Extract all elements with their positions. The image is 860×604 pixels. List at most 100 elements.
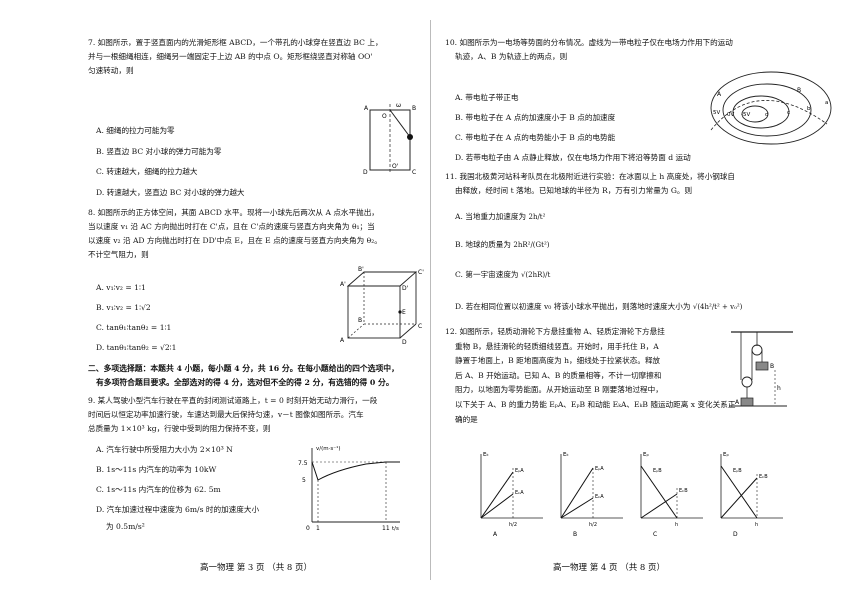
label-minus-5v: -5V <box>741 112 750 118</box>
svg-text:EₖA: EₖA <box>595 494 604 500</box>
question-11-stem: 11. 我国北极黄河站科考队员在北极附近进行实验：在冰面以上 h 高度处，将小钢… <box>445 172 735 195</box>
question-10-stem: 10. 如图所示为一电场等势面的分布情况。虚线为一带电粒子仅在电场力作用下的运动… <box>445 38 733 61</box>
option-d: D. 若带电粒子由 A 点静止释放，仅在电场力作用下将沿等势面 d 运动 <box>455 153 691 162</box>
svg-text:Eₖ: Eₖ <box>563 452 569 458</box>
label-e: E <box>402 309 406 316</box>
x-tick: 1 <box>316 525 320 532</box>
svg-text:EₚA: EₚA <box>595 466 604 472</box>
graph-b: Eₖ EₚA EₖA h/2 B <box>560 452 623 538</box>
label-a: A <box>717 91 722 98</box>
option-d-continued: 为 0.5m/s² <box>106 522 145 531</box>
question-7-stem: 7. 如图所示，置于竖直面内的光滑矩形框 ABCD，一个带孔的小球穿在竖直边 B… <box>88 38 383 75</box>
option-c: C. 带电粒子在 A 点的电势能小于 B 点的电势能 <box>455 133 616 142</box>
svg-text:h: h <box>675 522 678 528</box>
label-b: B <box>797 87 801 94</box>
label-h: h <box>777 385 781 392</box>
label-b-surface: b <box>807 106 811 112</box>
question-8-figure: A' B' C' D' A B C D E <box>340 266 424 346</box>
graph-c: Eₚ EₚB EₖB h C <box>640 452 703 538</box>
svg-text:Eₚ: Eₚ <box>643 452 649 458</box>
option-b: B. 1s～11s 内汽车的功率为 10kW <box>96 465 217 474</box>
label-b-prime: B' <box>358 266 364 273</box>
question-11-option-d: D. 若在相同位置以初速度 v₀ 将该小球水平抛出，则落地时速度大小为 √(4h… <box>455 302 743 311</box>
svg-text:EₚB: EₚB <box>733 468 742 474</box>
label-a: A <box>364 105 369 112</box>
question-12-stem: 12. 如图所示，轻质动滑轮下方悬挂重物 A、轻质定滑轮下方悬挂 重物 B，悬挂… <box>445 327 736 424</box>
svg-text:EₖA: EₖA <box>515 490 524 496</box>
question-11-option-c: C. 第一宇宙速度为 √(2hR)/t <box>455 270 551 279</box>
label-0v: 0V <box>727 112 734 118</box>
y-axis-label: v/(m·s⁻¹) <box>316 445 340 452</box>
page-3-footer: 高一物理 第 3 页 （共 8 页） <box>200 563 313 573</box>
option-d: D. 汽车加速过程中速度为 6m/s 时的加速度大小 <box>96 505 260 514</box>
label-omega: ω <box>396 102 401 109</box>
option-a: A. 汽车行驶中所受阻力大小为 2×10³ N <box>96 445 233 454</box>
question-11-option-a: A. 当地重力加速度为 2h/t² <box>455 212 546 221</box>
svg-text:EₖB: EₖB <box>679 488 688 494</box>
formula-d: √(4h²/t² + v₀²) <box>692 303 743 311</box>
option-b: B. 带电粒子在 A 点的加速度小于 B 点的加速度 <box>455 113 616 122</box>
page-3: 7. 如图所示，置于竖直面内的光滑矩形框 ABCD，一个带孔的小球穿在竖直边 B… <box>88 0 488 604</box>
question-12-graphs: Eₖ EₚA EₖA h/2 A Eₖ EₚA EₖA h/2 B <box>473 448 793 542</box>
label-d-prime: D' <box>402 285 409 292</box>
label-c-surface: c <box>787 110 790 116</box>
y-tick: 5 <box>302 477 306 484</box>
x-tick: 0 <box>306 525 310 532</box>
question-10-options: A. 带电粒子带正电 B. 带电粒子在 A 点的加速度小于 B 点的加速度 C.… <box>455 88 691 168</box>
option-b: B. v₁∶v₂ = 1∶√2 <box>96 303 151 312</box>
svg-text:B: B <box>573 531 577 538</box>
question-7-figure: A O ω B C D O' <box>363 102 416 176</box>
option-c: C. tanθ₁∶tanθ₂ = 1∶1 <box>96 323 172 332</box>
label-a: A <box>735 399 740 406</box>
svg-text:h/2: h/2 <box>589 522 597 528</box>
svg-text:Eₖ: Eₖ <box>483 452 489 458</box>
label-o: O <box>382 113 387 120</box>
question-9-vt-graph: v/(m·s⁻¹) t/s 7.5 5 0 1 11 <box>298 445 400 532</box>
page-divider <box>430 20 431 580</box>
svg-text:D: D <box>733 531 738 538</box>
label-d-surface: d <box>765 112 769 118</box>
section-2-heading: 二、多项选择题：本题共 4 小题，每小题 4 分，共 16 分。在每小题给出的四… <box>88 364 399 387</box>
label-d: D <box>402 339 407 346</box>
svg-text:C: C <box>653 531 657 538</box>
label-b: B <box>770 363 774 370</box>
x-axis-label: t/s <box>392 526 399 532</box>
option-a: A. v₁∶v₂ = 1∶1 <box>96 283 146 292</box>
svg-text:Eₚ: Eₚ <box>723 452 729 458</box>
label-a-surface: a <box>825 100 828 106</box>
page-4-footer: 高一物理 第 4 页 （共 8 页） <box>553 563 666 573</box>
energy-graphs: Eₖ EₚA EₖA h/2 A Eₖ EₚA EₖA h/2 B <box>480 452 783 538</box>
svg-text:h: h <box>755 522 758 528</box>
option-a: A. 细绳的拉力可能为零 <box>96 126 175 135</box>
option-c: C. 转速越大，细绳的拉力越大 <box>96 167 198 176</box>
graph-d: Eₚ EₚB EₖB h D <box>720 452 783 538</box>
option-b: B. 竖直边 BC 对小球的弹力可能为零 <box>96 146 222 156</box>
graph-a: Eₖ EₚA EₖA h/2 A <box>480 452 543 538</box>
y-tick: 7.5 <box>298 460 308 467</box>
question-9-stem: 9. 某人驾驶小型汽车行驶在平直的封闭测试道路上，t = 0 时刻开始无动力滑行… <box>88 396 378 433</box>
label-a: A <box>340 337 345 344</box>
formula-a: 2h/t² <box>528 213 546 221</box>
formula-b: 2hR²/(Gt²) <box>513 241 550 249</box>
svg-text:EₖB: EₖB <box>759 474 768 480</box>
option-a: A. 带电粒子带正电 <box>455 93 519 102</box>
label-a-prime: A' <box>340 281 346 288</box>
svg-text:h/2: h/2 <box>509 522 517 528</box>
option-c: C. 1s～11s 内汽车的位移为 62. 5m <box>96 485 221 494</box>
label-c: C <box>418 323 422 330</box>
option-d: D. 转速越大，竖直边 BC 对小球的弹力越大 <box>96 187 245 197</box>
label-c: C <box>412 169 416 176</box>
label-b: B <box>358 317 362 324</box>
label-o-prime: O' <box>392 163 399 170</box>
question-11-option-b: B. 地球的质量为 2hR²/(Gt²) <box>455 240 550 249</box>
label-5v: 5V <box>713 110 720 116</box>
formula-c: √(2hR)/t <box>520 271 551 279</box>
question-8-options: A. v₁∶v₂ = 1∶1 B. v₁∶v₂ = 1∶√2 C. tanθ₁∶… <box>96 278 176 358</box>
label-d: D <box>363 169 368 176</box>
x-tick: 11 <box>382 525 390 532</box>
question-8-stem: 8. 如图所示的正方体空间，其面 ABCD 水平。现将一小球先后两次从 A 点水… <box>88 208 382 259</box>
svg-text:A: A <box>493 531 498 538</box>
page-4: 10. 如图所示为一电场等势面的分布情况。虚线为一带电粒子仅在电场力作用下的运动… <box>445 0 845 604</box>
svg-text:EₚB: EₚB <box>653 468 662 474</box>
label-c-prime: C' <box>418 269 424 276</box>
